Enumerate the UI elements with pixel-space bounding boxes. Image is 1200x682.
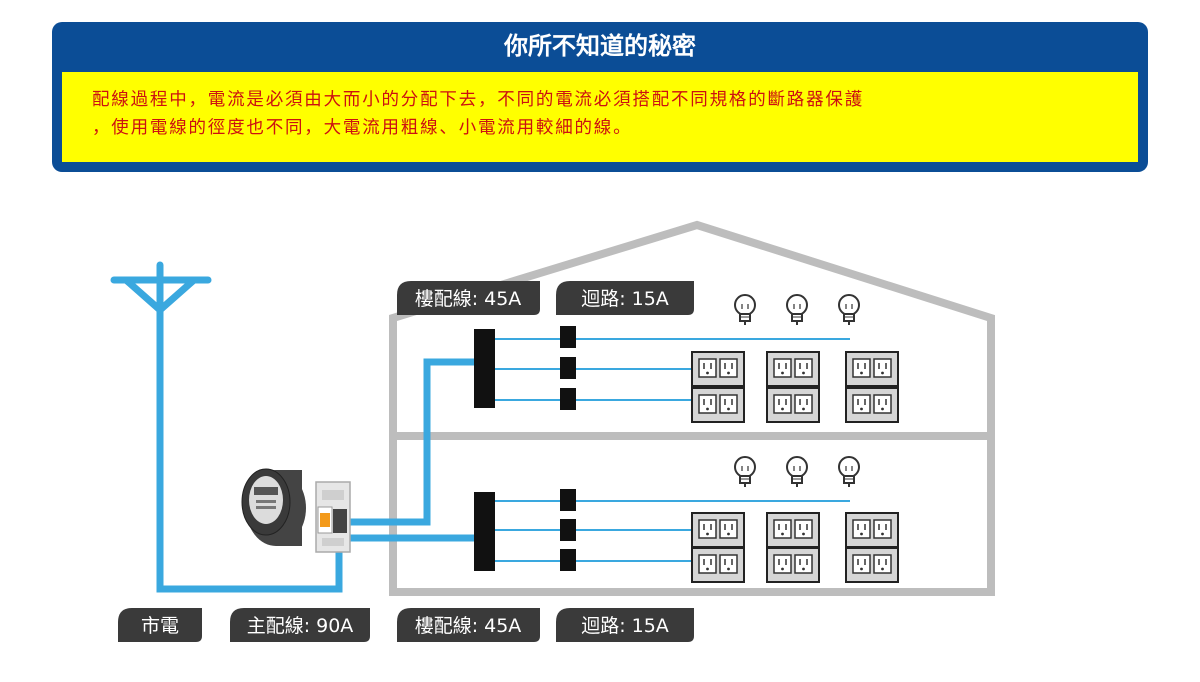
light-bulb-icon bbox=[838, 456, 860, 488]
banner-text-line-2: ，使用電線的徑度也不同，大電流用粗線、小電流用較細的線。 bbox=[92, 118, 633, 138]
power-outlet-icon bbox=[766, 387, 820, 423]
power-outlet-icon bbox=[691, 351, 745, 387]
label-building-wiring-top-text: 樓配線: 45A bbox=[415, 288, 522, 310]
power-outlet-icon bbox=[845, 387, 899, 423]
main-wiring bbox=[156, 265, 475, 593]
banner-title: 你所不知道的秘密 bbox=[504, 32, 696, 60]
label-building-wiring-bottom: 樓配線: 45A bbox=[397, 608, 540, 642]
light-bulb-icon bbox=[734, 294, 756, 326]
floor-panels bbox=[474, 329, 495, 571]
label-circuit-bottom: 迴路: 15A bbox=[556, 608, 694, 642]
banner-text-box: 配線過程中，電流是必須由大而小的分配下去，不同的電流必須搭配不同規格的斷路器保護… bbox=[62, 72, 1138, 162]
power-outlet-icon bbox=[766, 547, 820, 583]
circuit-breakers bbox=[560, 326, 576, 571]
circuit-lines bbox=[495, 338, 850, 562]
banner-text-line-1: 配線過程中，電流是必須由大而小的分配下去，不同的電流必須搭配不同規格的斷路器保護 bbox=[92, 90, 864, 110]
light-bulb-icon bbox=[838, 294, 860, 326]
breaker-box-icon bbox=[315, 481, 351, 553]
power-outlet-icon bbox=[766, 351, 820, 387]
utility-pole-icon bbox=[110, 261, 212, 314]
label-main-wiring-text: 主配線: 90A bbox=[247, 615, 354, 637]
label-building-wiring-top: 樓配線: 45A bbox=[397, 281, 540, 315]
power-outlet-icon bbox=[845, 351, 899, 387]
light-bulb-icon bbox=[786, 294, 808, 326]
power-outlet-icon bbox=[691, 387, 745, 423]
power-outlet-icon bbox=[845, 512, 899, 548]
label-building-wiring-bottom-text: 樓配線: 45A bbox=[415, 615, 522, 637]
house-outline bbox=[389, 220, 995, 596]
light-bulb-icon bbox=[786, 456, 808, 488]
label-circuit-top: 迴路: 15A bbox=[556, 281, 694, 315]
power-outlet-icon bbox=[691, 547, 745, 583]
light-bulb-icon bbox=[734, 456, 756, 488]
label-main-wiring: 主配線: 90A bbox=[230, 608, 370, 642]
electric-meter-icon bbox=[241, 468, 306, 546]
label-circuit-bottom-text: 迴路: 15A bbox=[581, 615, 669, 637]
power-outlet-icon bbox=[691, 512, 745, 548]
label-utility-power-text: 市電 bbox=[141, 615, 179, 637]
info-banner: 你所不知道的秘密 配線過程中，電流是必須由大而小的分配下去，不同的電流必須搭配不… bbox=[52, 22, 1148, 172]
power-outlet-icon bbox=[845, 547, 899, 583]
label-utility-power: 市電 bbox=[118, 608, 202, 642]
power-outlet-icon bbox=[766, 512, 820, 548]
label-circuit-top-text: 迴路: 15A bbox=[581, 288, 669, 310]
